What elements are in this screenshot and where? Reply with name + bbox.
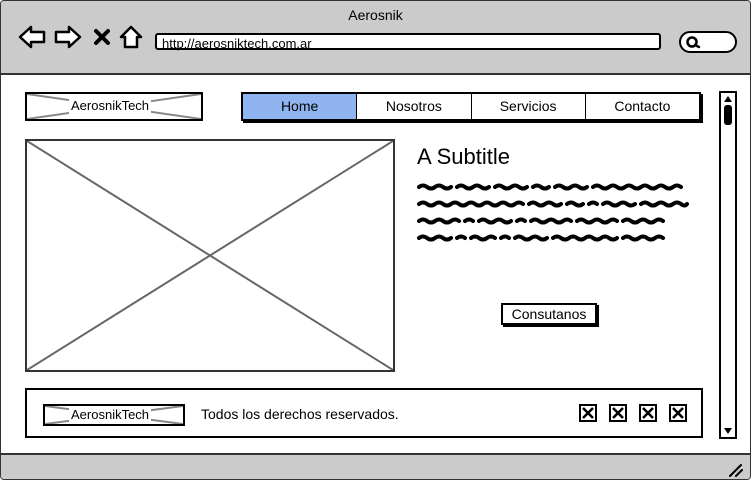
- section-subtitle: A Subtitle: [417, 144, 510, 169]
- social-placeholder-icon[interactable]: [579, 404, 597, 422]
- tab-nosotros[interactable]: Nosotros: [357, 94, 472, 119]
- forward-icon[interactable]: [53, 23, 83, 51]
- search-icon: [686, 36, 701, 49]
- home-icon[interactable]: [116, 23, 146, 51]
- resize-grip-icon[interactable]: [728, 463, 744, 477]
- copyright-text: Todos los derechos reservados.: [201, 406, 399, 422]
- window-title: Aerosnik: [348, 7, 403, 23]
- header-logo-text: AerosnikTech: [69, 98, 152, 114]
- search-box[interactable]: [679, 31, 737, 53]
- back-icon[interactable]: [17, 23, 47, 51]
- social-placeholder-icon[interactable]: [669, 404, 687, 422]
- footer-logo-text: AerosnikTech: [69, 407, 152, 423]
- tab-contacto[interactable]: Contacto: [614, 98, 671, 114]
- close-icon[interactable]: [87, 23, 117, 51]
- text-placeholder-scribble: [417, 183, 689, 242]
- hero-image-placeholder: [25, 139, 395, 372]
- scrollbar-thumb[interactable]: [724, 105, 732, 125]
- tab-servicios[interactable]: Servicios: [472, 94, 586, 119]
- browser-titlebar: Aerosnik http://aerosniktech.com.ar: [1, 1, 750, 75]
- contact-us-button[interactable]: Consutanos: [501, 303, 597, 325]
- url-bar[interactable]: http://aerosniktech.com.ar: [155, 33, 661, 51]
- footer: [25, 388, 703, 438]
- scroll-up-arrow-icon[interactable]: [723, 95, 733, 103]
- social-placeholder-icon[interactable]: [639, 404, 657, 422]
- social-placeholder-icon[interactable]: [609, 404, 627, 422]
- header-logo[interactable]: AerosnikTech: [25, 92, 203, 121]
- main-nav: Home Nosotros Servicios Contacto: [241, 92, 701, 121]
- vertical-scrollbar[interactable]: [719, 91, 737, 439]
- status-bar: [1, 453, 750, 479]
- scroll-down-arrow-icon[interactable]: [723, 427, 733, 435]
- tab-home[interactable]: Home: [243, 94, 358, 119]
- footer-logo[interactable]: AerosnikTech: [43, 404, 185, 426]
